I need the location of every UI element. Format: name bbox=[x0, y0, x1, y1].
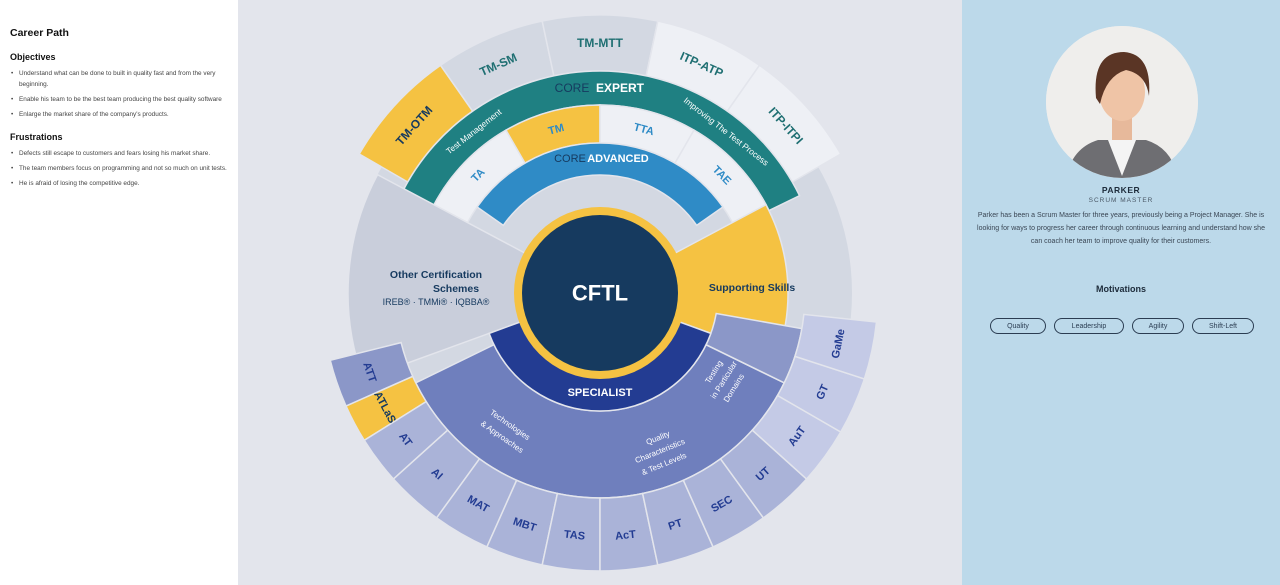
specialist-module-tile bbox=[719, 429, 808, 519]
persona-profile-panel: PARKER SCRUM MASTER Parker has been a Sc… bbox=[962, 0, 1280, 585]
frustrations-list: Defects still escape to customers and fe… bbox=[10, 148, 228, 189]
supporting-skills-label: Supporting Skills bbox=[709, 282, 795, 294]
specialist-module-label: PT bbox=[667, 517, 684, 533]
expert-module-label: TM-MTT bbox=[577, 36, 624, 50]
objectives-heading: Objectives bbox=[10, 52, 56, 62]
specialist-module-tile bbox=[599, 492, 659, 572]
specialist-module-tile bbox=[794, 313, 878, 380]
frustration-item: He is afraid of losing the competitive e… bbox=[10, 178, 228, 189]
specialist-module-tile bbox=[682, 457, 765, 548]
motivations-heading: Motivations bbox=[1095, 284, 1146, 294]
advanced-label: ADVANCED bbox=[587, 153, 649, 165]
other-cert-title: Other Certification bbox=[390, 269, 482, 281]
other-cert-schemes: IREB® · TMMi® · IQBBA® bbox=[383, 297, 490, 307]
center-label: CFTL bbox=[572, 281, 628, 306]
specialist-module-tile bbox=[485, 479, 559, 566]
specialist-module-tile bbox=[345, 375, 428, 442]
frustrations-heading: Frustrations bbox=[10, 132, 63, 142]
objective-item: Enlarge the market share of the company'… bbox=[10, 109, 228, 120]
expert-label: EXPERT bbox=[596, 81, 645, 95]
persona-sheet-panel: Career Path Objectives Understand what c… bbox=[0, 0, 238, 585]
specialist-module-tile bbox=[776, 355, 866, 434]
motivation-tag: Shift-Left bbox=[1192, 318, 1254, 334]
advanced-core-prefix: CORE bbox=[554, 153, 586, 165]
motivation-tag: Leadership bbox=[1054, 318, 1124, 334]
specialist-module-label: AcT bbox=[615, 529, 637, 543]
frustration-item: The team members focus on programming an… bbox=[10, 163, 228, 174]
persona-bio: Parker has been a Scrum Master for three… bbox=[977, 212, 1265, 245]
motivation-tag: Agility bbox=[1132, 318, 1184, 334]
advanced-band bbox=[476, 142, 724, 227]
persona-avatar bbox=[1046, 26, 1198, 178]
specialist-module-label: TAS bbox=[563, 529, 585, 543]
other-cert-title: Schemes bbox=[433, 283, 479, 295]
expert-core-prefix: CORE bbox=[555, 81, 590, 95]
specialist-module-tile bbox=[751, 394, 842, 481]
advanced-module-label: TM bbox=[547, 122, 565, 138]
frustration-item: Defects still escape to customers and fe… bbox=[10, 148, 228, 159]
objectives-list: Understand what can be done to built in … bbox=[10, 68, 228, 120]
objective-item: Enable his team to be the best team prod… bbox=[10, 94, 228, 105]
objective-item: Understand what can be done to built in … bbox=[10, 68, 228, 90]
specialist-module-label: GT bbox=[814, 383, 831, 402]
specialist-module-tile bbox=[641, 479, 715, 566]
persona-name: PARKER bbox=[1101, 185, 1141, 195]
specialist-module-tile bbox=[329, 341, 414, 408]
specialist-module-tile bbox=[392, 429, 481, 519]
page-title: Career Path bbox=[10, 27, 69, 39]
specialist-module-tile bbox=[363, 400, 449, 481]
advanced-module-label: TTA bbox=[632, 121, 655, 138]
specialist-module-tile bbox=[541, 492, 601, 572]
persona-role: SCRUM MASTER bbox=[1088, 197, 1154, 204]
center-core bbox=[522, 215, 678, 371]
motivation-tag: Quality bbox=[990, 318, 1046, 334]
specialist-label: SPECIALIST bbox=[568, 387, 633, 399]
